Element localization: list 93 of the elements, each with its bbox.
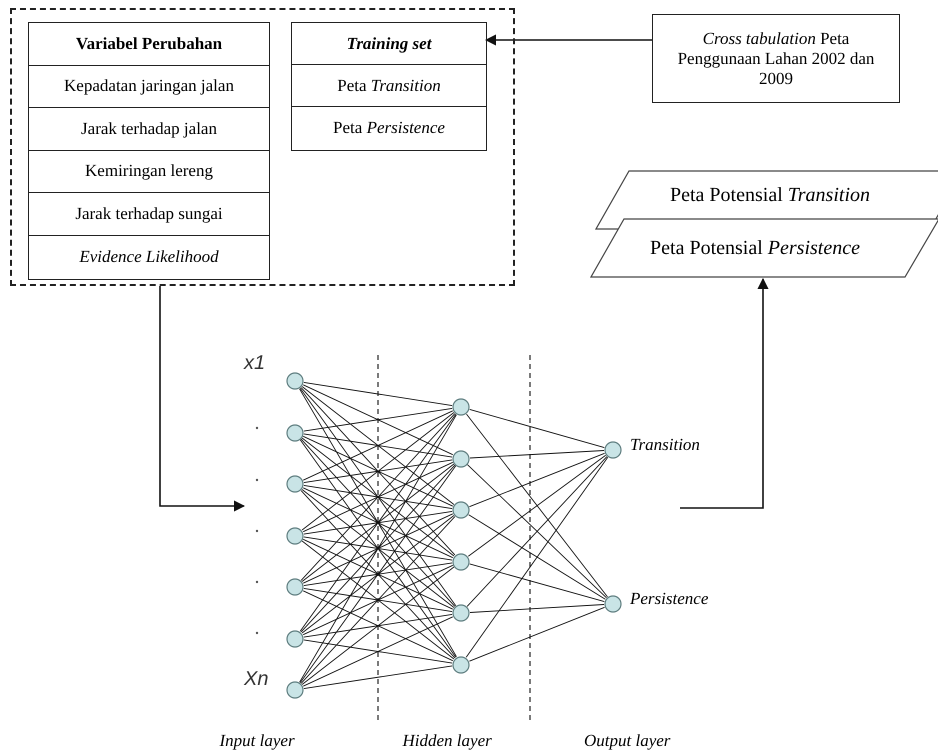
connection-line (469, 408, 605, 448)
neuron-circle (286, 578, 304, 596)
connection-line (300, 388, 456, 606)
connection-line (300, 413, 456, 581)
connection-line (302, 438, 454, 556)
node-text: Peta Potensial Persistence (649, 236, 861, 260)
connection-line (302, 540, 454, 660)
layer-label: Hidden layer (402, 731, 492, 751)
neuron-circle (286, 630, 304, 648)
connection-line (300, 516, 456, 684)
arrow (680, 278, 769, 509)
connection-line (466, 456, 608, 658)
connection-line (302, 513, 454, 584)
text-box: Cross tabulation Peta Penggunaan Lahan 2002 dan 2009 (652, 14, 900, 103)
connection-line (300, 414, 456, 632)
table-cell: Jarak terhadap jalan (29, 108, 269, 150)
node-text: Peta Potensial Transition (668, 183, 872, 207)
neuron-circle (452, 604, 470, 622)
connection-line (300, 464, 456, 632)
table (28, 22, 270, 280)
connection-line (303, 536, 453, 561)
connection-line (303, 639, 453, 664)
connection-line (302, 538, 454, 610)
connection-line (302, 410, 454, 481)
connection-line (300, 465, 456, 684)
neuron-circle (286, 681, 304, 699)
connection-line (303, 484, 453, 510)
layer-label: Output layer (584, 731, 670, 751)
connection-line (302, 616, 454, 687)
arrow (159, 286, 246, 512)
node-caption: Persistence (630, 589, 708, 609)
connection-line (468, 514, 606, 600)
connection-line (303, 433, 453, 458)
neuron-circle (286, 372, 304, 390)
dashed-group-box (10, 8, 515, 286)
neuron-circle (604, 595, 622, 613)
connection-line (302, 515, 454, 634)
table-cell-text: Evidence Likelihood (78, 246, 220, 268)
neuron-circle (286, 526, 304, 544)
connection-line (302, 564, 454, 636)
connection-line (466, 414, 608, 598)
neuron-circle (286, 475, 304, 493)
table-header: Variabel Perubahan (29, 23, 269, 66)
connection-line (469, 563, 605, 602)
connection-line (302, 489, 454, 608)
table-cell: Kemiringan lereng (29, 150, 269, 193)
table-cell: Kepadatan jaringan jalan (29, 66, 269, 108)
connection-line (303, 665, 453, 690)
table-cell: Peta Transition (292, 65, 486, 107)
connection-line (299, 414, 457, 683)
node-caption: x1 (244, 352, 266, 375)
connection-line (300, 387, 456, 556)
connection-line (470, 604, 604, 613)
connection-line (302, 436, 454, 507)
connection-line (302, 464, 454, 582)
connection-line (468, 454, 606, 557)
neuron-circle (286, 424, 304, 442)
connection-line (300, 438, 456, 607)
connection-line (302, 386, 454, 505)
connection-line (303, 562, 453, 586)
connection-line (302, 487, 454, 558)
table-header: Training set (292, 23, 486, 65)
neuron-circle (452, 552, 470, 570)
connection-line (302, 412, 454, 530)
connection-line (303, 382, 453, 406)
connection-line (468, 452, 606, 508)
node-caption: Transition (630, 435, 700, 455)
connection-line (302, 566, 454, 685)
data-parallelogram (590, 218, 938, 278)
connection-line (303, 588, 453, 612)
neuron-circle (604, 441, 622, 459)
connection-line (303, 510, 453, 535)
connection-line (302, 384, 454, 456)
connection-line (302, 590, 454, 662)
neuron-circle (452, 398, 470, 416)
node-caption: Xn (244, 668, 268, 691)
connection-line (470, 450, 604, 458)
connection-line (299, 388, 457, 658)
connection-line (300, 439, 456, 658)
arrow (484, 34, 652, 46)
table-cell-text: Peta Persistence (332, 117, 446, 139)
table-cell: Jarak terhadap sungai (29, 193, 269, 236)
connection-line (468, 606, 606, 662)
neuron-circle (452, 501, 470, 519)
table (291, 22, 487, 151)
layer-label: Input layer (220, 731, 295, 751)
neuron-circle (452, 450, 470, 468)
connection-line (300, 490, 456, 658)
connection-line (302, 462, 454, 532)
connection-line (303, 459, 453, 484)
connection-line (303, 614, 453, 638)
connection-line (303, 408, 453, 432)
neuron-circle (452, 656, 470, 674)
